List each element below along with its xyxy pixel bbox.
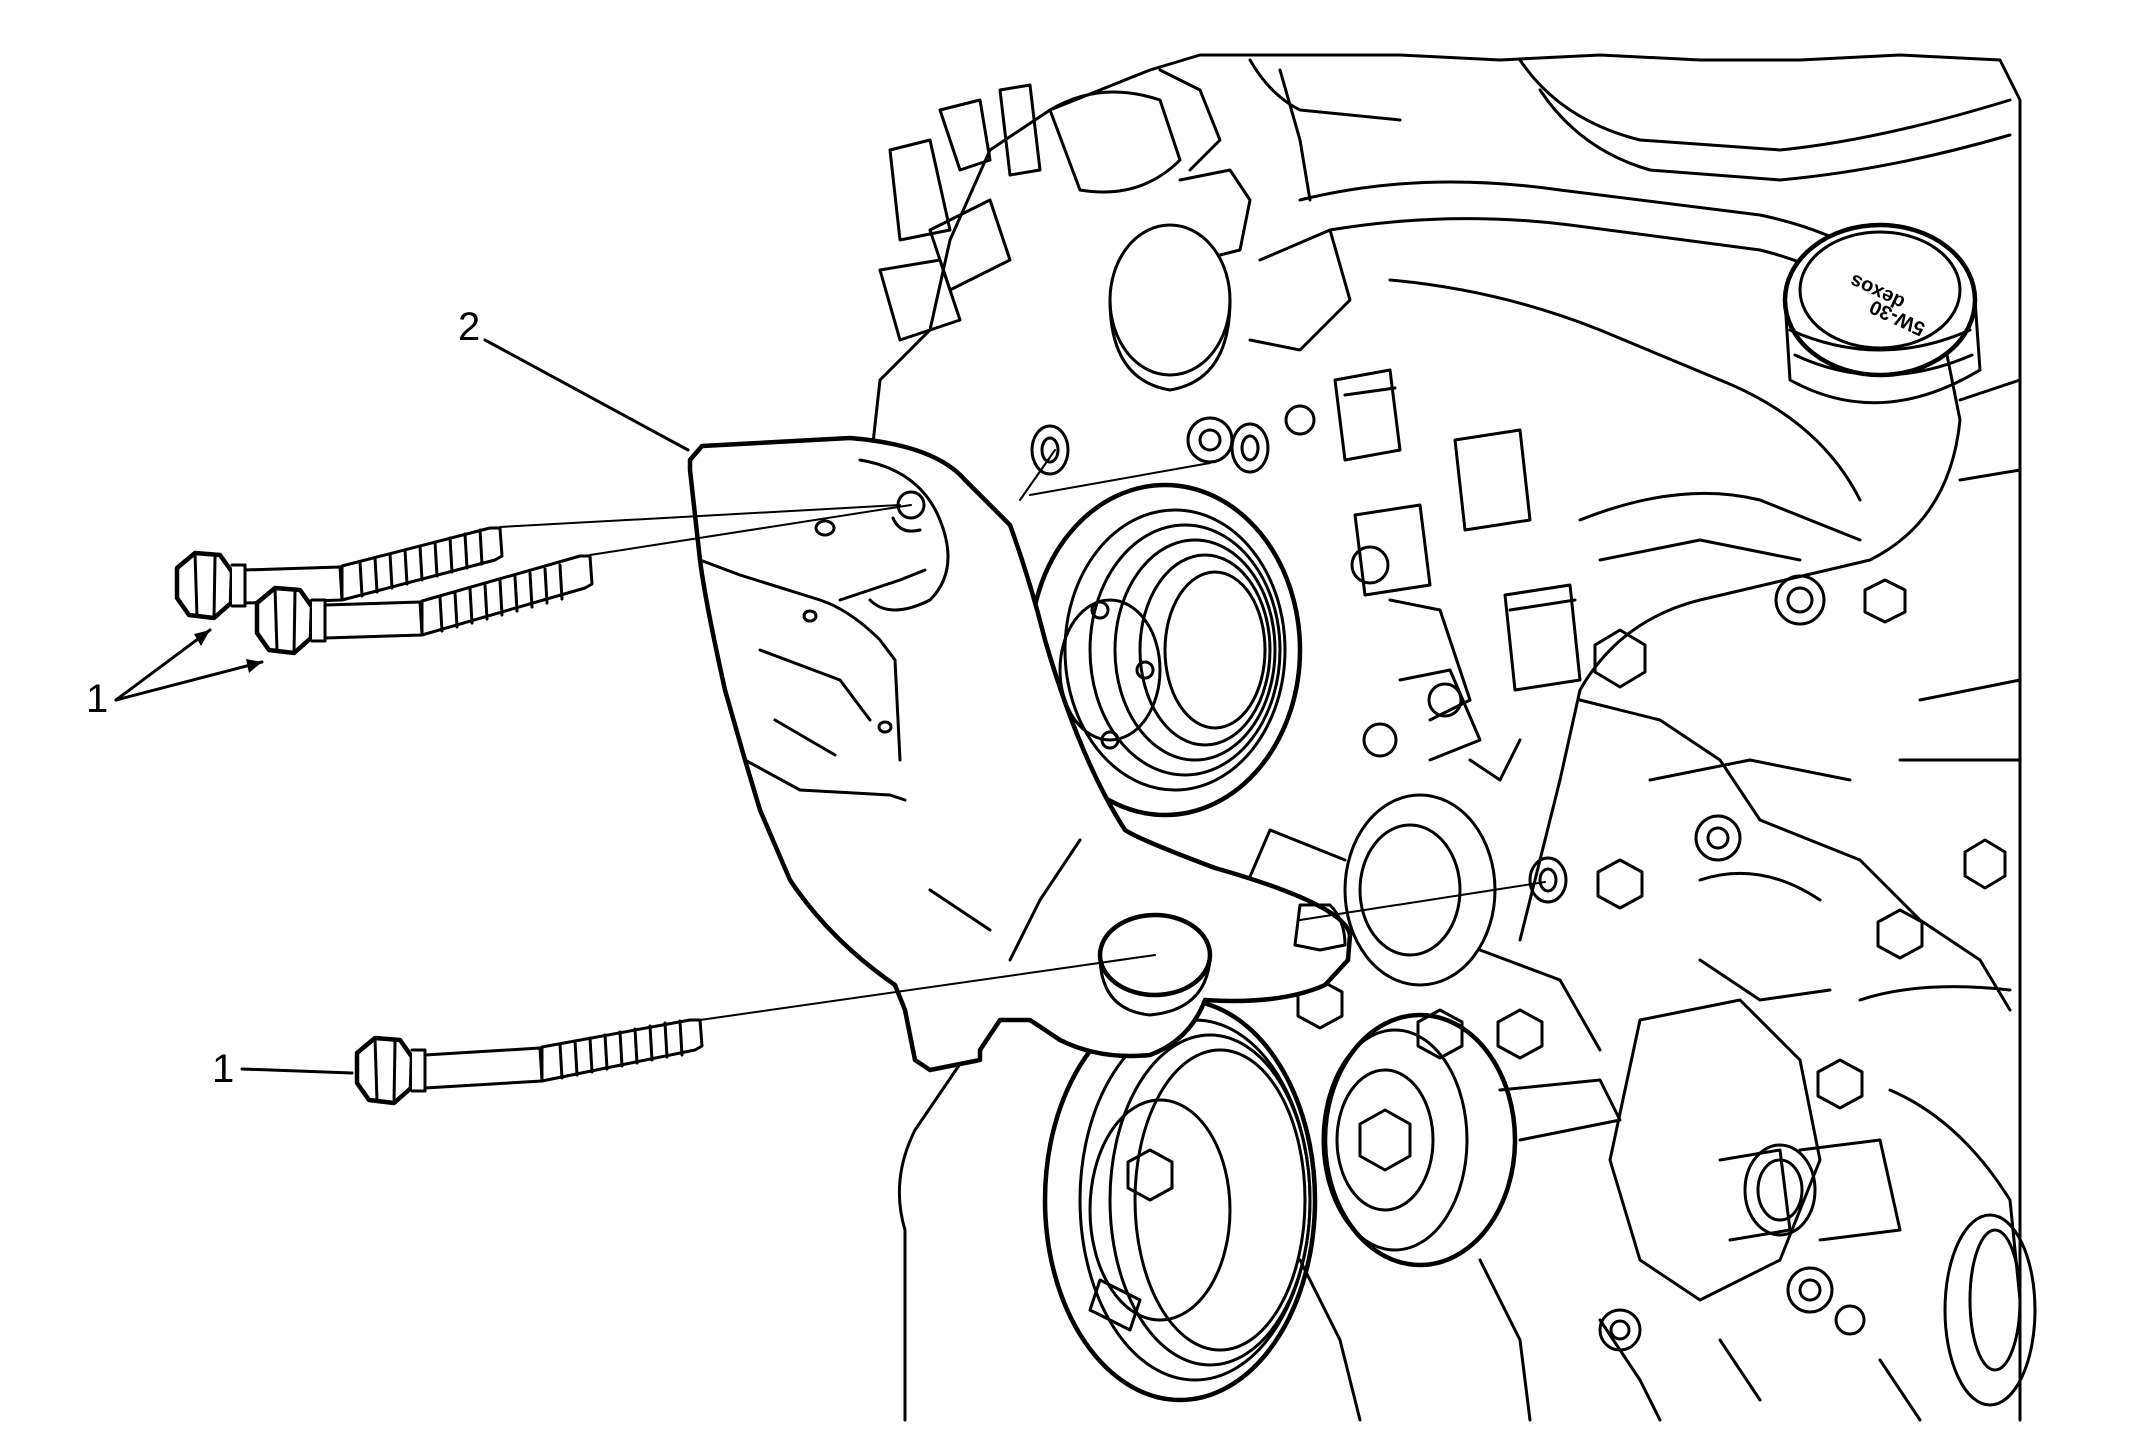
callout-label-2: 2	[458, 305, 480, 349]
crankshaft-pulley	[1042, 997, 1318, 1403]
arrowhead-1b	[246, 659, 262, 673]
callout-label-1a: 1	[86, 677, 108, 721]
harness-connectors	[1333, 368, 1582, 782]
ac-compressor-pulley	[1027, 482, 1303, 818]
callout-label-1c: 1	[212, 1047, 234, 1091]
callout-leader-2	[483, 338, 690, 452]
callout-leader-1b	[114, 660, 264, 702]
callout-leader-1c	[240, 1067, 354, 1075]
oil-filler-cap: 5W-30 dexos	[1782, 222, 1982, 405]
bolt-upper-2	[254, 554, 594, 656]
callout-upper-bolts: 1	[86, 628, 264, 721]
thermostat-housing	[1598, 998, 2037, 1407]
callout-lower-bolt: 1	[212, 1047, 354, 1091]
engine-assembly: 5W-30 dexos	[868, 53, 2037, 1422]
callout-bracket: 2	[458, 305, 690, 452]
idler-pulley	[1321, 1012, 1622, 1268]
arrowhead-1a	[194, 630, 210, 646]
callout-leader-1a	[114, 628, 212, 702]
alignment-lines	[499, 422, 1568, 1021]
bolt-lower	[354, 1018, 704, 1106]
